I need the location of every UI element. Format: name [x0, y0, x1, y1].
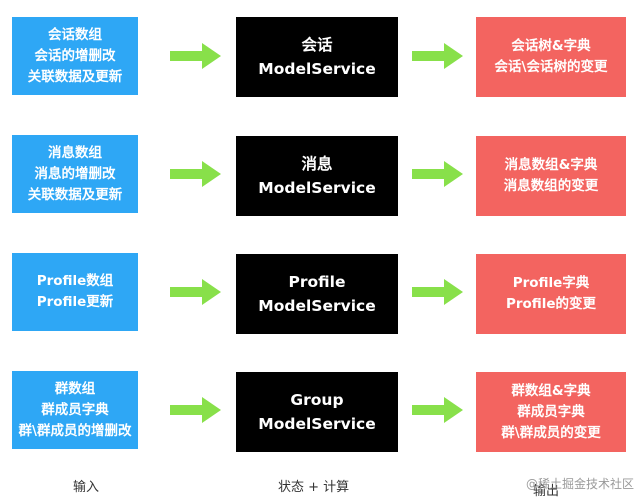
service-line: ModelService: [258, 179, 376, 197]
output-line: 消息数组的变更: [503, 178, 599, 194]
output-line: Profile字典: [512, 275, 590, 291]
input-line: 群数组: [54, 380, 96, 397]
arrow-right-icon: [170, 161, 221, 187]
arrow-right-icon: [412, 43, 463, 69]
service-box-conversation: 会话 ModelService: [236, 17, 398, 97]
service-line: ModelService: [258, 60, 376, 78]
output-line: Profile的变更: [505, 296, 597, 312]
service-line: ModelService: [258, 297, 376, 315]
arrow-right-icon: [170, 43, 221, 69]
input-line: Profile数组: [36, 273, 114, 289]
output-line: 群数组&字典: [511, 382, 591, 399]
input-box-conversation: 会话数组 会话的增删改 关联数据及更新: [12, 17, 138, 95]
arrow-right-icon: [170, 279, 221, 305]
input-line: 消息数组: [48, 144, 102, 161]
service-box-profile: Profile ModelService: [236, 254, 398, 334]
service-line: 会话: [301, 36, 333, 54]
input-line: 消息的增删改: [34, 165, 116, 182]
input-line: 关联数据及更新: [27, 68, 123, 85]
input-box-group: 群数组 群成员字典 群\群成员的增删改: [12, 371, 138, 449]
output-box-message: 消息数组&字典 消息数组的变更: [476, 136, 626, 216]
output-line: 群\群成员的变更: [501, 424, 601, 441]
service-line: ModelService: [258, 415, 376, 433]
output-line: 群成员字典: [517, 403, 585, 420]
input-box-message: 消息数组 消息的增删改 关联数据及更新: [12, 135, 138, 213]
arrow-right-icon: [170, 397, 221, 423]
arrow-right-icon: [412, 397, 463, 423]
service-line: Group: [290, 391, 344, 409]
input-line: 群成员字典: [41, 401, 109, 418]
output-line: 会话树&字典: [511, 38, 591, 54]
input-box-profile: Profile数组 Profile更新: [12, 253, 138, 331]
input-line: 关联数据及更新: [27, 186, 123, 203]
input-line: Profile更新: [36, 294, 114, 310]
arrow-right-icon: [412, 279, 463, 305]
output-line: 消息数组&字典: [504, 157, 598, 173]
column-label-service: 状态 + 计算: [278, 480, 350, 495]
output-box-group: 群数组&字典 群成员字典 群\群成员的变更: [476, 372, 626, 452]
watermark: @稀土掘金技术社区: [525, 477, 634, 491]
output-line: 会话\会话树的变更: [494, 59, 608, 75]
service-box-group: Group ModelService: [236, 372, 398, 452]
service-box-message: 消息 ModelService: [236, 136, 398, 216]
input-line: 会话数组: [48, 26, 102, 43]
output-box-profile: Profile字典 Profile的变更: [476, 254, 626, 334]
column-label-output: 输出: [533, 484, 560, 499]
input-line: 群\群成员的增删改: [18, 422, 132, 439]
output-box-conversation: 会话树&字典 会话\会话树的变更: [476, 17, 626, 97]
column-label-input: 输入: [73, 480, 100, 495]
arrow-right-icon: [412, 161, 463, 187]
input-line: 会话的增删改: [34, 47, 116, 64]
service-line: 消息: [301, 155, 333, 173]
service-line: Profile: [288, 273, 346, 291]
